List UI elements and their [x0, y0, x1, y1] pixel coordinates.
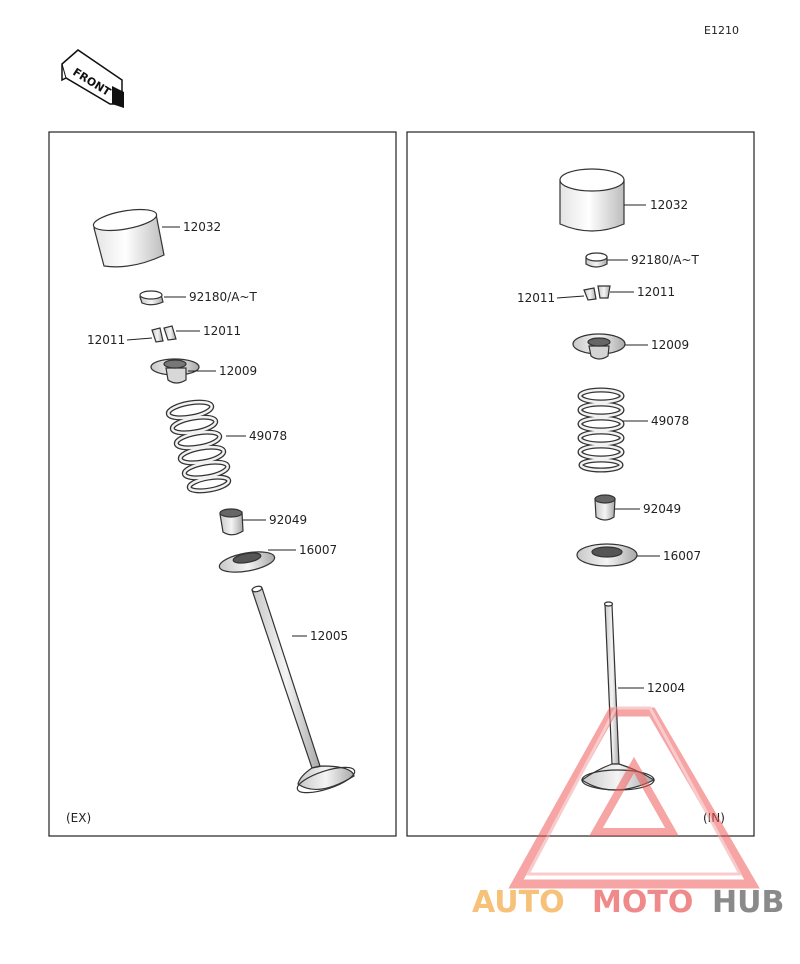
ex-lifter [92, 208, 165, 268]
ex-valve [251, 585, 356, 794]
ex-shim [139, 290, 164, 306]
in-seal-label: 92049 [643, 502, 681, 516]
exhaust-panel-frame [48, 131, 397, 837]
watermark-part3: HUB [712, 885, 784, 920]
ex-seal [219, 508, 244, 536]
ex-valve-label: 12005 [310, 629, 348, 643]
in-seat [576, 543, 638, 567]
ex-retainer [150, 358, 200, 384]
ex-seat-label: 16007 [299, 543, 337, 557]
in-spring-label: 49078 [651, 414, 689, 428]
ex-lifter-label: 12032 [183, 220, 221, 234]
in-seat-label: 16007 [663, 549, 701, 563]
watermark-logo-icon [508, 706, 760, 889]
in-seal [594, 494, 616, 521]
in-valve-label: 12004 [647, 681, 685, 695]
in-shim [585, 252, 608, 268]
ex-panel-label: (EX) [66, 811, 91, 825]
in-retainer-label: 12009 [651, 338, 689, 352]
ex-keeper-left-leader [126, 337, 153, 341]
intake-panel-frame [406, 131, 755, 837]
ex-spring-label: 49078 [249, 429, 287, 443]
ex-retainer-label: 12009 [219, 364, 257, 378]
ex-seal-label: 92049 [269, 513, 307, 527]
watermark-part1: AUTO [472, 885, 565, 920]
in-retainer [572, 333, 626, 360]
diagram-code: E1210 [704, 24, 739, 37]
in-lifter [559, 168, 625, 232]
in-shim-label: 92180/A~T [631, 253, 699, 267]
in-keeper-right-label: 12011 [637, 285, 675, 299]
front-arrow-icon: FRONT [61, 49, 124, 108]
in-valve [580, 601, 656, 791]
in-keeper-left-leader [556, 295, 585, 299]
ex-keeper-left-label: 12011 [87, 333, 125, 347]
watermark-text: AUTO MOTO HUB [472, 885, 784, 920]
in-lifter-label: 12032 [650, 198, 688, 212]
in-keepers [583, 285, 611, 301]
ex-shim-label: 92180/A~T [189, 290, 257, 304]
ex-keeper-right-label: 12011 [203, 324, 241, 338]
ex-keepers [151, 325, 177, 343]
watermark-part2: MOTO [592, 885, 693, 920]
ex-seat [218, 551, 276, 573]
in-keeper-left-label: 12011 [517, 291, 555, 305]
